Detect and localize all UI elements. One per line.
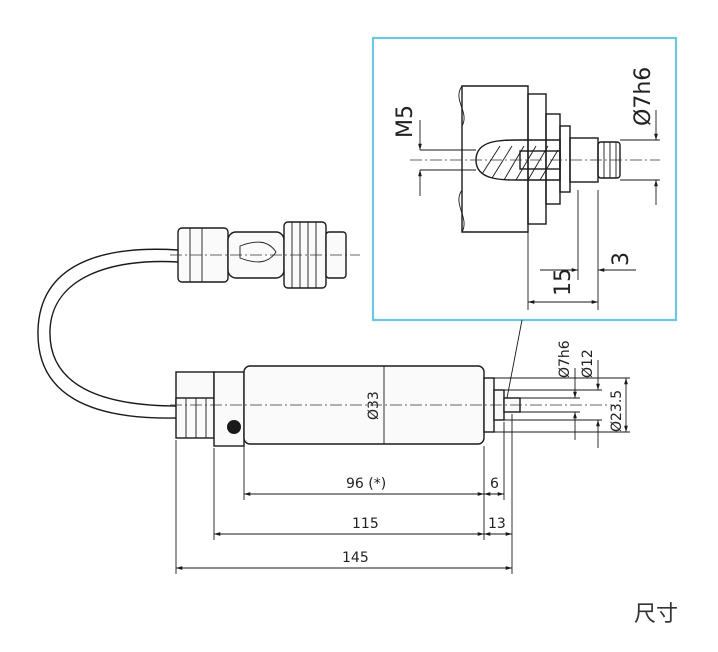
dim-6-label: 6 xyxy=(490,476,499,492)
body-diameter-label: Ø33 xyxy=(366,391,382,420)
detail-dim-3-label: 3 xyxy=(609,252,634,266)
dim-145-label: 145 xyxy=(342,550,369,566)
encoder-body: Ø33 Ø7h6 Ø12 Ø23.5 xyxy=(170,340,630,448)
caption-dimensions: 尺寸 xyxy=(633,602,678,627)
detail-view: M5 Ø7h6 3 15 xyxy=(371,36,678,322)
dim-115-label: 115 xyxy=(352,516,379,532)
detail-frame xyxy=(371,36,678,322)
collar-diameter-label: Ø12 xyxy=(580,349,596,378)
detail-leader-line xyxy=(506,319,523,399)
flange-diameter-label: Ø23.5 xyxy=(609,390,625,432)
shaft-diameter-label: Ø7h6 xyxy=(557,340,573,378)
length-dimensions: 96 (*) 6 115 13 145 xyxy=(175,414,513,574)
cable-connector xyxy=(37,221,360,419)
dim-96-label: 96 (*) xyxy=(346,476,386,492)
detail-thread-label: M5 xyxy=(393,105,418,138)
detail-shaft-diameter-label: Ø7h6 xyxy=(631,67,656,126)
detail-dim-15-label: 15 xyxy=(551,268,576,296)
dim-13-label: 13 xyxy=(488,516,506,532)
